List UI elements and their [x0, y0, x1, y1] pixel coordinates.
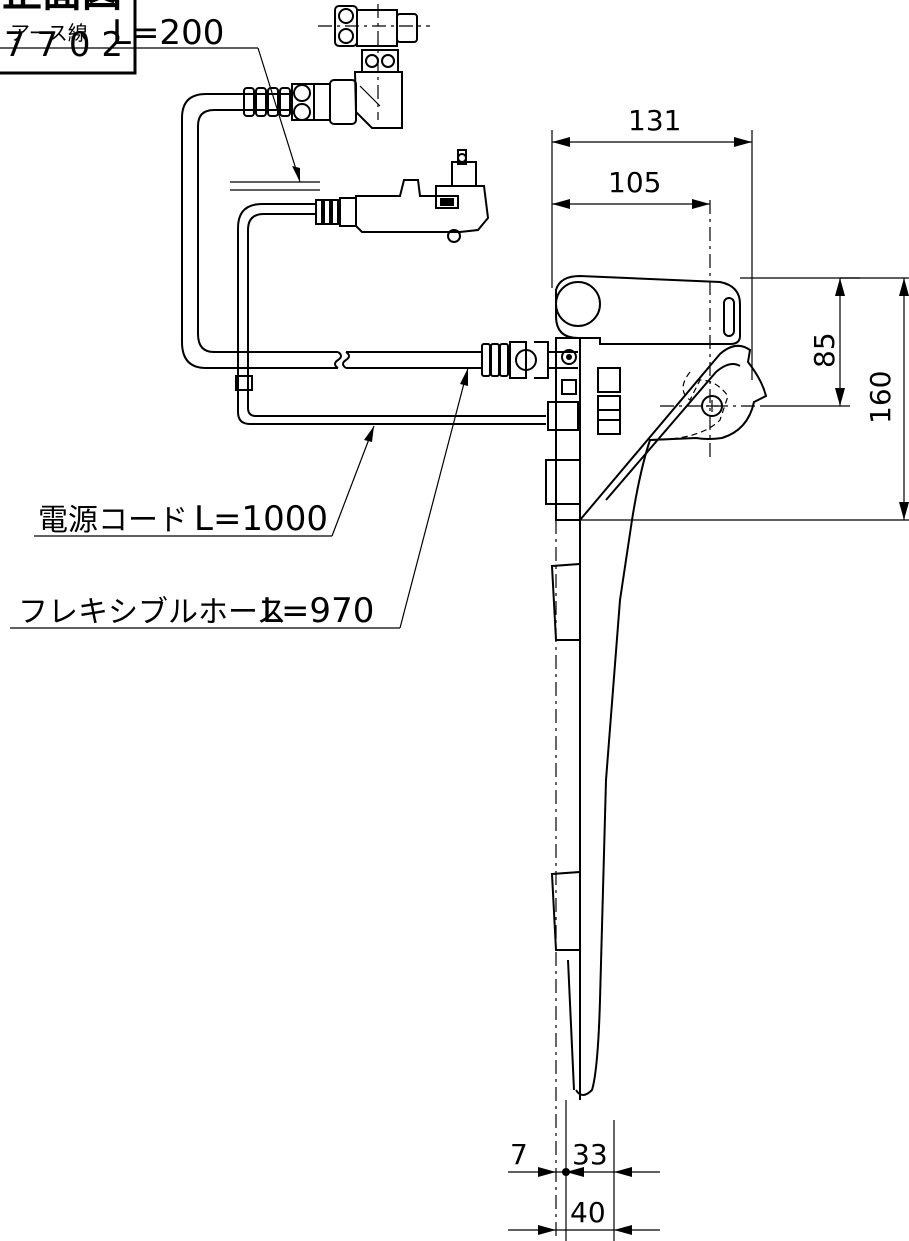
centerlines: [555, 200, 760, 1241]
dim-85: 85: [740, 277, 860, 407]
flex-hose-callout: フレキシブルホース L=970: [10, 367, 469, 631]
title-box: 正面図 7 7 0 2: [0, 0, 137, 75]
drawing-code: 7 7 0 2: [4, 25, 123, 65]
dim-105: 105: [552, 166, 710, 209]
dim-105-text: 105: [608, 166, 661, 199]
power-cord: [230, 181, 546, 425]
power-cord-label: 電源コード: [38, 503, 188, 538]
dim-131: 131: [551, 104, 753, 380]
dim-33-text: 33: [572, 1138, 608, 1171]
stop-valve: [291, 4, 430, 129]
seat-unit: [545, 274, 768, 1100]
dim-160-text: 160: [864, 371, 897, 424]
flex-hose-label: フレキシブルホース: [18, 595, 287, 630]
dim-7-text: 7: [510, 1138, 528, 1171]
title-text: 正面図: [2, 0, 122, 16]
flex-hose-length: L=970: [262, 591, 374, 631]
earth-wire-label: アース線: [10, 21, 88, 45]
earth-wire-callout: アース線 L=200: [0, 13, 301, 183]
earth-wire-length: L=200: [112, 13, 224, 53]
power-cord-callout: 電源コード L=1000: [34, 425, 375, 539]
dim-131-text: 131: [628, 104, 681, 137]
dim-bottom: 7 33 40: [508, 1100, 660, 1241]
power-cord-length: L=1000: [194, 499, 328, 539]
dim-40-text: 40: [570, 1196, 606, 1229]
dim-85-text: 85: [808, 332, 841, 368]
flexible-hose: [181, 87, 578, 379]
power-plug: [355, 149, 490, 243]
dim-160: 160: [580, 277, 909, 521]
